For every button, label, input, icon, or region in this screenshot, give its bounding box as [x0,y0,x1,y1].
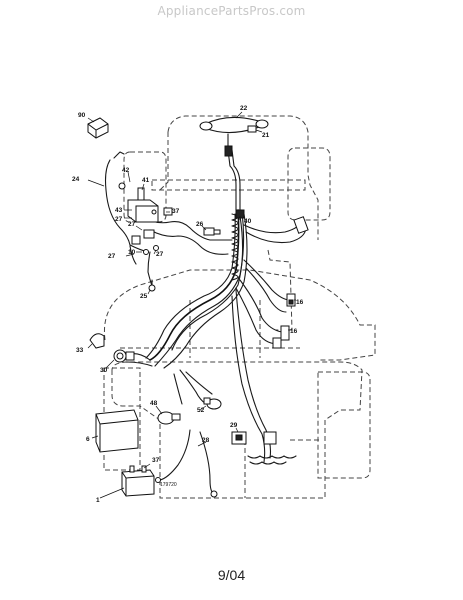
watermark: AppliancePartsPros.com [157,4,306,18]
part-30-connector [113,349,135,363]
lead-24 [104,159,131,246]
callout-24: 24 [72,176,80,183]
part-27-fastener [143,249,149,255]
callout-1: 1 [96,497,100,504]
callout-42: 42 [122,167,130,174]
callout-16a: 16 [296,299,304,306]
part-1-battery [121,465,155,497]
callout-25: 25 [140,293,148,300]
part-seat-switch [293,216,309,234]
part-16-switch-upper [286,293,296,307]
components [87,117,309,498]
part-90-clip [87,117,109,139]
callout-90: 90 [78,112,86,119]
part-25-ground-terminal [148,279,156,292]
callout-29: 29 [230,422,238,429]
callout-43: 43 [115,207,123,214]
hood-outline [167,115,319,240]
callout-37b: 37 [152,457,160,464]
callout-48: 48 [150,400,158,407]
part-37-connector [163,207,173,216]
callout-27a: 27 [115,216,123,223]
battery-cable-end [210,490,218,498]
callout-37: 37 [172,208,180,215]
callout-27b: 27 [128,221,136,228]
callout-28: 28 [202,437,210,444]
part-52-connector [203,397,222,410]
front-axle-outline [151,179,306,191]
part-27-fastener-b [153,245,159,251]
callout-16b: 16 [290,328,298,335]
deck-outline [103,269,376,361]
callout-33: 33 [76,347,84,354]
part-21-connector [247,125,257,133]
part-33-clip [89,333,105,349]
rear-right-tire [317,371,371,479]
part-16-switch-lower [272,325,290,349]
callout-27c: 27 [108,253,116,260]
callout-labels: 90 22 21 24 42 41 43 27 37 27 26 40 10 2… [72,105,304,504]
callout-40: 40 [244,218,252,225]
leader-lines [87,111,296,499]
part-ignition-switch-assembly [118,182,159,245]
part-29-rear-switch [231,431,277,445]
part-48-sensor [157,411,181,425]
callout-26: 26 [196,221,204,228]
callout-41: 41 [142,177,150,184]
part-6-battery-tray [95,409,139,453]
date-code: 9/04 [217,567,246,583]
callout-52: 52 [197,407,205,414]
callout-22: 22 [240,105,248,112]
callout-21: 21 [262,132,270,139]
front-right-tire [287,147,331,221]
callout-27d: 27 [156,251,164,258]
part-22-headlights [199,119,269,157]
battery-cable [159,429,191,481]
callout-30: 30 [100,367,108,374]
rear-body-outline [111,361,363,499]
coiled-harness [231,213,239,281]
figure-code: 179720 [160,482,177,488]
part-26-connector [203,227,221,236]
callout-6: 6 [86,436,90,443]
tractor-outline [103,115,376,499]
callout-10: 10 [128,249,136,256]
